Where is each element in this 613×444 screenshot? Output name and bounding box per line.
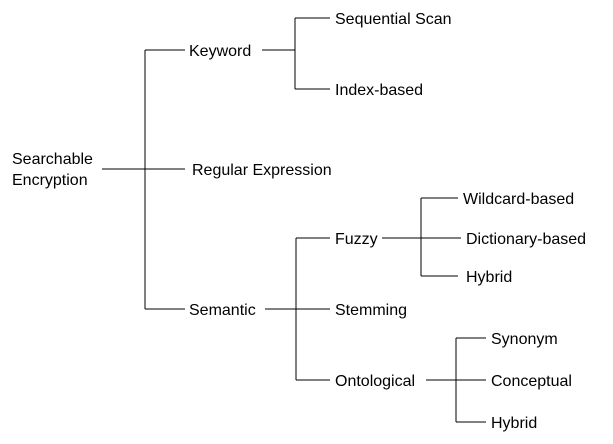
node-sequential-scan: Sequential Scan: [335, 11, 452, 28]
node-regular-expression: Regular Expression: [192, 162, 332, 179]
node-wildcard-based: Wildcard-based: [463, 191, 574, 208]
node-stemming: Stemming: [335, 302, 407, 319]
node-ontological: Ontological: [335, 373, 415, 390]
node-index-based: Index-based: [335, 82, 423, 99]
node-fuzzy-hybrid: Hybrid: [466, 269, 512, 286]
root-node-label-line2: Encryption: [12, 172, 88, 189]
root-node-label-line1: Searchable: [12, 151, 93, 168]
node-semantic: Semantic: [189, 302, 256, 319]
node-ontological-hybrid: Hybrid: [491, 415, 537, 432]
node-keyword: Keyword: [189, 43, 251, 60]
tree-nodes: Searchable Encryption Keyword Sequential…: [12, 11, 586, 432]
tree-connectors: [102, 17, 486, 423]
node-fuzzy: Fuzzy: [335, 231, 378, 248]
node-synonym: Synonym: [491, 331, 558, 348]
node-conceptual: Conceptual: [491, 373, 572, 390]
node-dictionary-based: Dictionary-based: [466, 231, 586, 248]
